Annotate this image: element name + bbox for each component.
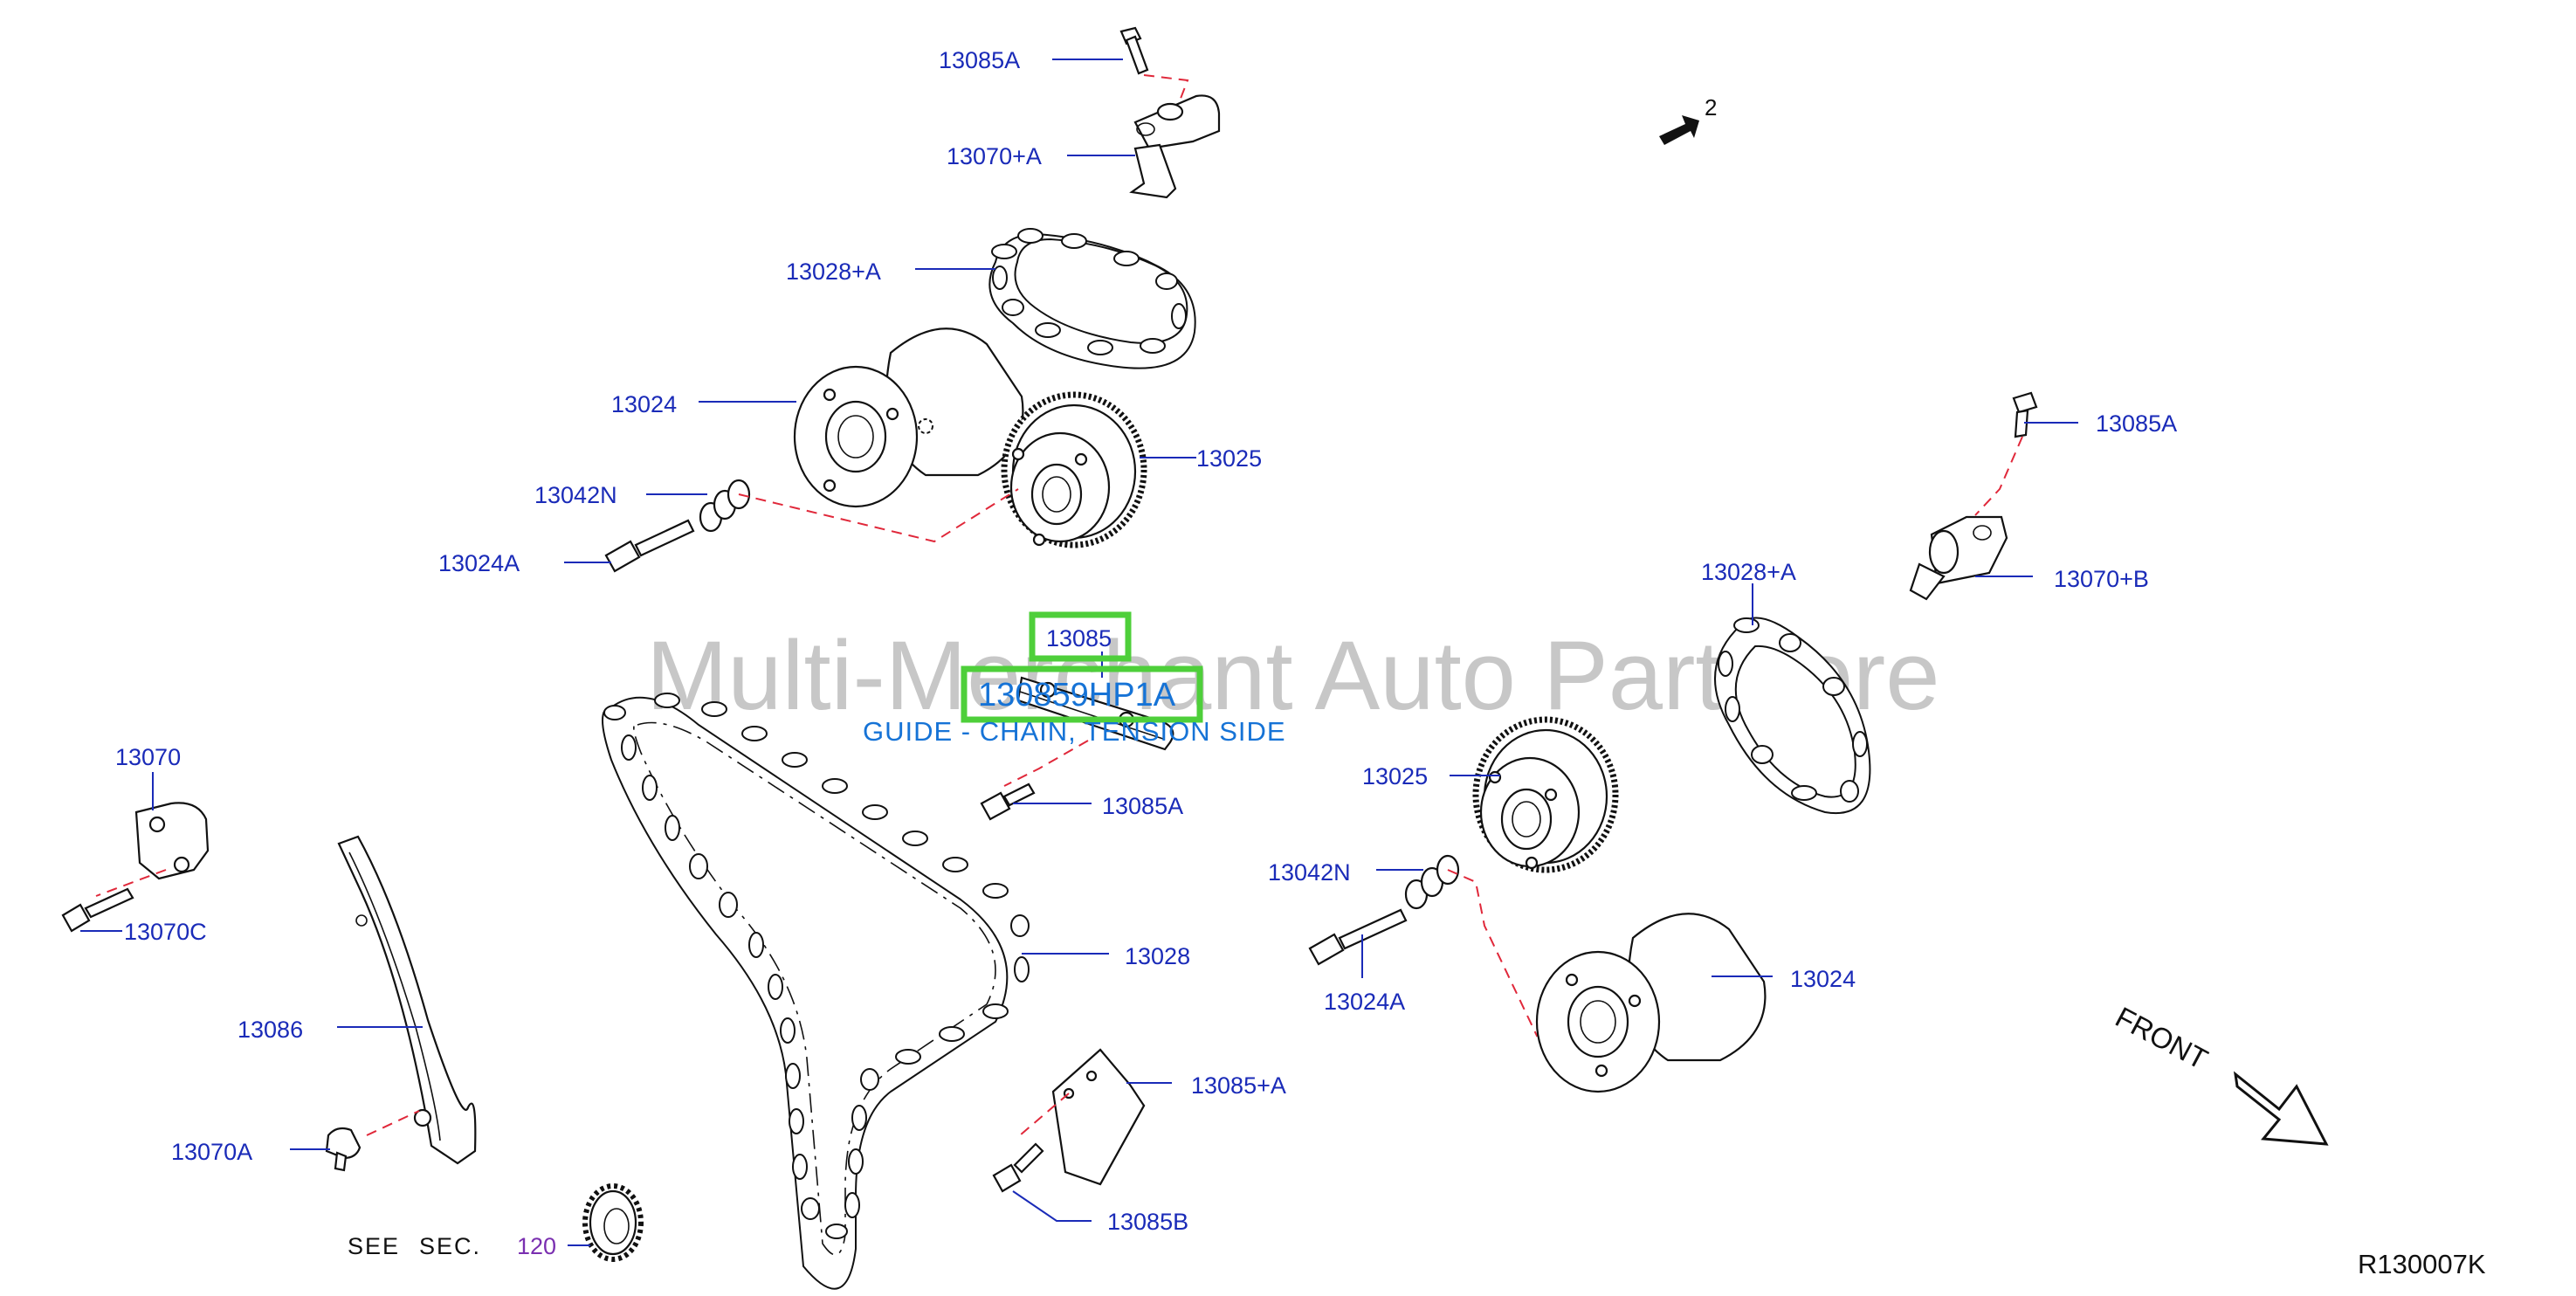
bolt-13070a	[325, 1127, 362, 1172]
label-13025-left: 13025	[1196, 445, 1262, 472]
label-13086: 13086	[238, 1017, 303, 1043]
arrow-number: 2	[1705, 94, 1717, 121]
see-text: SEE	[348, 1233, 400, 1259]
direction-arrow-icon	[1659, 115, 1699, 145]
crank-sprocket-120	[582, 1183, 644, 1262]
dash-13085a-right	[1974, 436, 2023, 516]
bolt-13024a-right	[1308, 908, 1408, 966]
label-guide-description: GUIDE - CHAIN, TENSION SIDE	[863, 716, 1286, 747]
bolt-13070c	[61, 887, 134, 933]
label-13070a: 13070A	[171, 1139, 252, 1165]
label-13070-a: 13070+A	[947, 143, 1042, 169]
bolt-13085a-right	[2012, 391, 2038, 438]
label-13085b: 13085B	[1107, 1209, 1188, 1235]
label-13024a-right: 13024A	[1324, 989, 1405, 1015]
label-13028-a-right: 13028+A	[1701, 559, 1796, 585]
label-13025-right: 13025	[1362, 763, 1428, 789]
dash-13085a-top	[1143, 74, 1189, 104]
dash-13042n-left	[738, 488, 1019, 543]
front-arrow-icon	[2233, 1071, 2329, 1146]
front-text: FRONT	[2111, 1001, 2214, 1076]
leader-13085b	[1012, 1190, 1092, 1222]
label-13085a-mid: 13085A	[1102, 793, 1183, 819]
bolt-13085a-top	[1119, 26, 1149, 75]
label-13028-a-left: 13028+A	[786, 259, 881, 285]
tensioner-13070-a	[1129, 94, 1221, 199]
label-13085a-right: 13085A	[2096, 410, 2177, 437]
label-13024-left: 13024	[611, 391, 677, 417]
dash-guide	[1003, 740, 1089, 787]
label-13070-b: 13070+B	[2054, 566, 2149, 592]
label-13042n-left: 13042N	[534, 482, 617, 508]
chain-loop-13028-a-left	[988, 228, 1196, 369]
label-13070: 13070	[115, 744, 181, 770]
label-13085-a: 13085+A	[1191, 1072, 1286, 1099]
label-13085a-top: 13085A	[939, 47, 1020, 73]
dash-13070a	[366, 1110, 420, 1136]
sprocket-13024-left	[793, 327, 1024, 508]
diagram-reference-code: R130007K	[2358, 1249, 2486, 1279]
highlight-box-13085	[1029, 611, 1132, 662]
section-120-link[interactable]: 120	[517, 1233, 556, 1259]
guide-chain-tension-side	[1016, 676, 1174, 751]
dash-13085-a	[1019, 1093, 1070, 1136]
label-13042n-right: 13042N	[1268, 859, 1351, 886]
tensioner-13070-b	[1909, 515, 2008, 601]
bolt-13085a-mid	[980, 782, 1036, 821]
o-rings-13042n-left	[699, 479, 751, 533]
label-13085-highlighted: 13085	[1046, 625, 1112, 651]
sprocket-13025-right	[1472, 716, 1619, 873]
bracket-13070	[134, 802, 210, 880]
timing-chain-13028	[602, 693, 1030, 1290]
chain-loop-13028-a-right	[1714, 617, 1871, 815]
bracket-13085-a	[1051, 1048, 1146, 1186]
label-part-number-130859hp1a: 130859HP1A	[978, 677, 1176, 713]
label-13028: 13028	[1125, 943, 1190, 969]
sec-text: SEC.	[419, 1233, 481, 1259]
label-13024a-left: 13024A	[438, 550, 520, 576]
bolt-13024a-left	[604, 519, 695, 573]
sprocket-13025-left	[1001, 391, 1147, 548]
o-rings-13042n-right	[1404, 854, 1460, 910]
bolt-13085b	[992, 1142, 1044, 1193]
label-13070c: 13070C	[124, 919, 207, 945]
dash-13070	[95, 869, 167, 897]
label-13024-right: 13024	[1790, 966, 1856, 992]
highlight-box-130859hp1a	[961, 665, 1203, 723]
slack-guide-13086	[337, 835, 477, 1165]
sprocket-13024-right	[1535, 913, 1767, 1093]
